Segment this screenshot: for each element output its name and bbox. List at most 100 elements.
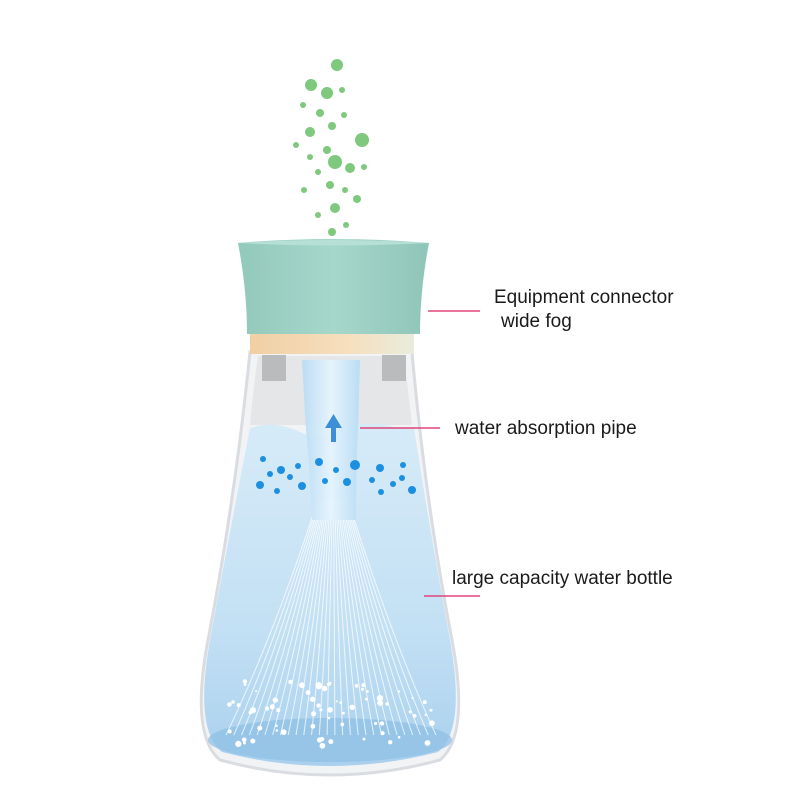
bubble <box>365 697 368 701</box>
wick-fiber <box>295 499 329 736</box>
bubble <box>241 737 247 743</box>
bubble <box>305 690 311 695</box>
bubble <box>227 729 232 734</box>
wick-fiber <box>344 499 414 736</box>
fog-particle <box>315 169 321 175</box>
up-arrow-icon <box>325 414 342 442</box>
fog-particle <box>343 222 349 228</box>
fog-particle <box>339 87 345 93</box>
bubble <box>242 679 248 684</box>
wide-fog-label: wide fog <box>501 311 572 332</box>
water-droplet <box>333 467 339 473</box>
wick-fiber <box>346 499 429 736</box>
water-droplet <box>343 478 351 486</box>
fog-particle <box>355 133 369 147</box>
water-droplet <box>376 464 384 472</box>
bubble <box>299 682 305 689</box>
bubble <box>429 708 433 712</box>
bubble <box>227 702 232 707</box>
bubble <box>339 701 343 704</box>
water-droplet <box>298 482 306 490</box>
water-droplet <box>322 478 328 484</box>
wick-fiber <box>264 499 325 736</box>
bubble <box>335 700 338 703</box>
bubble <box>319 742 326 749</box>
bubble <box>388 740 393 745</box>
bubble <box>319 708 323 712</box>
water-droplet <box>274 488 280 494</box>
bubble <box>398 690 401 693</box>
water-droplet <box>399 475 405 481</box>
bubble <box>366 690 369 693</box>
bubble <box>411 696 414 700</box>
fog-particle <box>342 187 348 193</box>
wick-fiber <box>279 499 327 736</box>
fog-particle <box>293 142 299 148</box>
bubble <box>361 687 364 691</box>
water-droplet <box>378 489 384 495</box>
wick-fiber <box>233 499 320 736</box>
fog-particle <box>361 164 367 170</box>
water-droplet <box>400 462 406 468</box>
equipment-connector-cap <box>238 239 429 334</box>
bubble <box>243 683 247 686</box>
bubble <box>231 700 235 704</box>
fog-particles <box>293 59 369 236</box>
wick-fiber <box>343 499 406 736</box>
cotton-wick-fibers <box>225 499 437 736</box>
bubble <box>276 708 281 713</box>
water-droplet <box>390 481 396 487</box>
bubble <box>374 721 378 726</box>
water-droplet <box>408 486 416 494</box>
water-droplet <box>287 474 293 480</box>
wick-fiber <box>345 499 421 736</box>
bubble <box>326 682 331 687</box>
bubble <box>236 703 241 708</box>
bubble <box>316 703 321 708</box>
fog-particle <box>326 181 334 189</box>
bubble <box>269 704 275 710</box>
bubble <box>321 685 328 692</box>
bubble <box>380 731 385 736</box>
bubble <box>275 729 279 732</box>
wick-fiber <box>248 499 322 736</box>
wick-fiber <box>339 499 383 736</box>
bubble <box>275 724 278 727</box>
bubble <box>354 684 359 688</box>
bubble <box>264 706 270 711</box>
water-droplet <box>260 456 266 462</box>
wick-fiber <box>347 499 437 736</box>
water-absorption-pipe-label: water absorption pipe <box>455 418 637 439</box>
wick-fiber <box>225 499 319 736</box>
fog-particle <box>315 212 321 218</box>
water-droplet <box>350 460 360 470</box>
bubble <box>316 737 323 743</box>
wick-fiber <box>335 499 351 736</box>
bubble <box>272 697 279 703</box>
fog-particle <box>301 187 307 193</box>
bubble <box>408 710 412 714</box>
water-droplet <box>267 471 273 477</box>
water-droplet <box>369 477 375 483</box>
bubble <box>429 720 435 726</box>
equipment-connector-label: Equipment connector <box>494 287 674 308</box>
bubble <box>340 722 345 727</box>
fog-particle <box>316 109 324 117</box>
fog-particle <box>328 228 336 236</box>
bubble <box>248 710 253 715</box>
wick-fiber <box>303 499 330 736</box>
fog-particle <box>323 146 331 154</box>
water-droplets <box>256 456 416 495</box>
bubble <box>385 702 390 706</box>
water-droplet <box>295 463 301 469</box>
wick-fiber <box>338 499 375 736</box>
fog-particle <box>300 102 306 108</box>
bubble <box>250 738 256 744</box>
wick-fiber <box>336 499 359 736</box>
fog-particle <box>330 203 340 213</box>
left-clip <box>262 355 286 381</box>
fog-particle <box>321 87 333 99</box>
bubble <box>361 683 366 688</box>
bubble <box>315 682 322 689</box>
